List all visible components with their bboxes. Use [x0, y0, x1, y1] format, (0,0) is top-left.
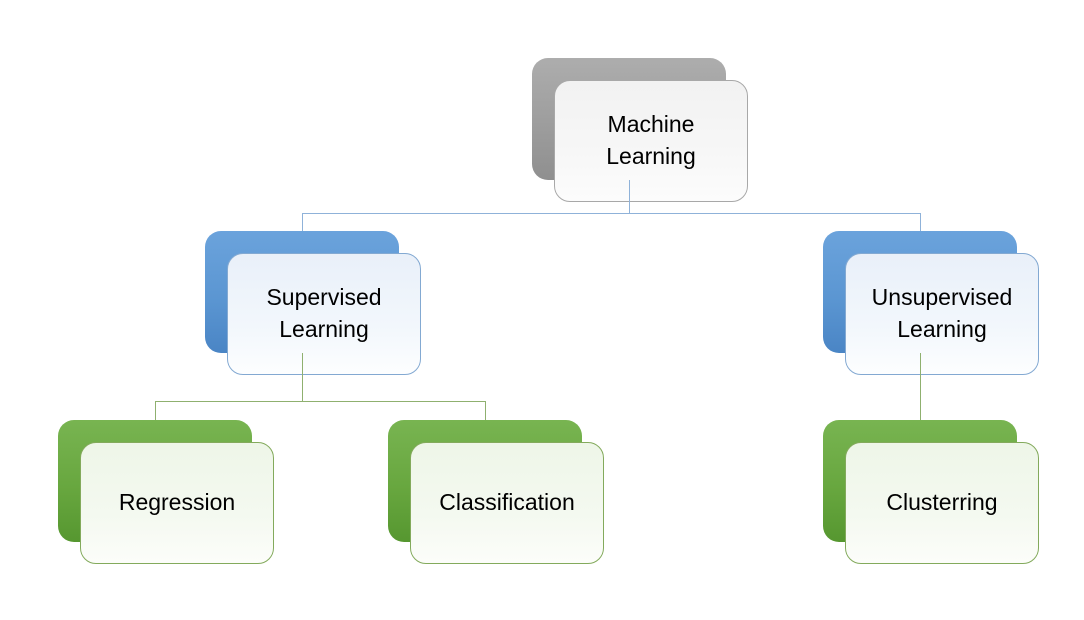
- connector-unsupervised-stub: [920, 213, 921, 231]
- node-classification: Classification: [388, 420, 604, 564]
- connector-level1-horizontal: [302, 213, 921, 214]
- connector-unsupervised-to-clusterring: [920, 353, 921, 420]
- connector-supervised-stub: [302, 213, 303, 231]
- unsupervised-label: Unsupervised Learning: [871, 284, 1013, 342]
- machine-learning-shape[interactable]: Machine Learning: [554, 80, 748, 202]
- clusterring-shape[interactable]: Clusterring: [845, 442, 1039, 564]
- node-regression: Regression: [58, 420, 274, 564]
- classification-label: Classification: [439, 489, 575, 516]
- classification-shape[interactable]: Classification: [410, 442, 604, 564]
- regression-label: Regression: [118, 489, 236, 516]
- node-supervised-learning: Supervised Learning: [205, 231, 421, 375]
- connector-machine-learning-drop: [629, 180, 630, 213]
- connector-classification-stub: [485, 401, 486, 420]
- unsupervised-shape[interactable]: Unsupervised Learning: [845, 253, 1039, 375]
- regression-shape[interactable]: Regression: [80, 442, 274, 564]
- node-unsupervised-learning: Unsupervised Learning: [823, 231, 1039, 375]
- supervised-label: Supervised Learning: [266, 284, 382, 342]
- node-clusterring: Clusterring: [823, 420, 1039, 564]
- connector-level2-horizontal: [155, 401, 486, 402]
- connector-supervised-drop: [302, 353, 303, 401]
- supervised-shape[interactable]: Supervised Learning: [227, 253, 421, 375]
- clusterring-label: Clusterring: [886, 489, 998, 516]
- node-machine-learning: Machine Learning: [532, 58, 748, 202]
- machine-learning-label: Machine Learning: [606, 111, 696, 169]
- connector-regression-stub: [155, 401, 156, 420]
